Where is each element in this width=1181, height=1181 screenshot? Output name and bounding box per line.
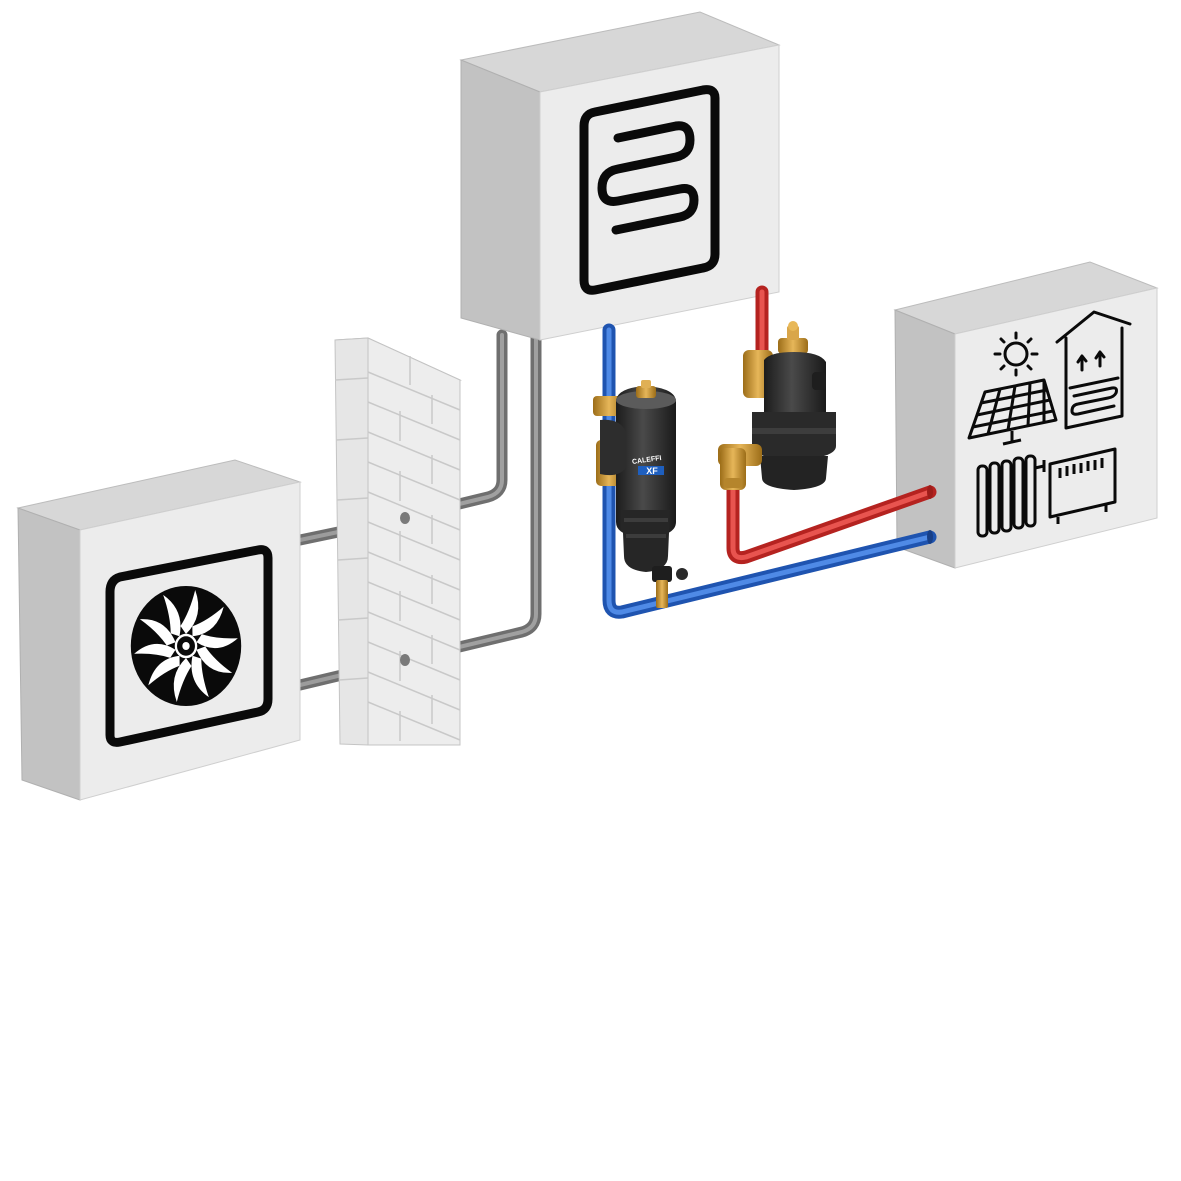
dirt-separator: CALEFFI XF — [593, 380, 688, 608]
hydronic-pipes — [602, 285, 937, 619]
air-dirt-separator — [718, 321, 836, 490]
sun-icon — [993, 331, 1039, 377]
convector-icon — [1048, 447, 1117, 524]
refrigerant-pipe-upper-indoor — [449, 329, 508, 511]
indoor-unit — [459, 11, 781, 341]
brick-wall — [334, 337, 462, 746]
house-ventilation-icon — [1055, 310, 1132, 430]
dirt-separator-model-label: XF — [646, 466, 658, 476]
solar-panel-icon — [967, 378, 1058, 446]
outdoor-unit — [16, 459, 302, 801]
pipe-wall-penetrations — [400, 512, 410, 666]
heating-system-unit — [893, 261, 1159, 569]
fan-icon — [105, 545, 273, 747]
dirt-separator-brand-label: CALEFFI — [632, 455, 662, 466]
heat-exchanger-coil-icon — [579, 85, 720, 295]
radiator-icon — [976, 454, 1046, 538]
